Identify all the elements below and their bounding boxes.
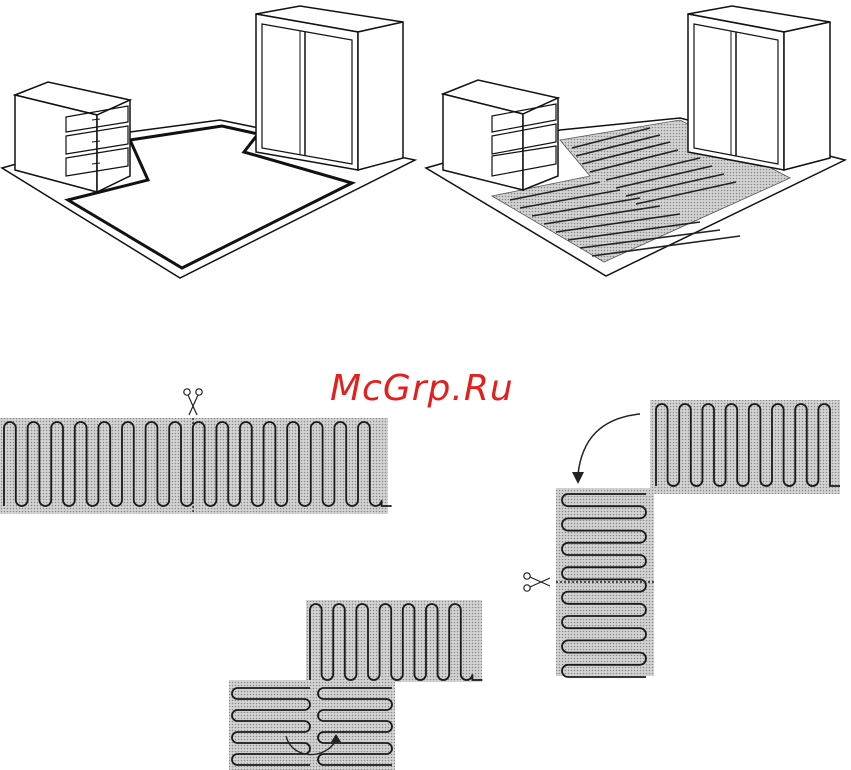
curved-arrow-icon bbox=[572, 414, 640, 484]
scissors-icon bbox=[524, 573, 550, 591]
wardrobe-icon bbox=[256, 6, 403, 170]
room-before-illustration bbox=[2, 6, 415, 278]
scissors-icon bbox=[184, 389, 202, 415]
mat-turn-result bbox=[229, 600, 482, 770]
wardrobe-icon bbox=[688, 6, 830, 170]
room-after-illustration bbox=[426, 6, 845, 276]
dresser-icon bbox=[443, 80, 558, 190]
mat-turn-demonstration bbox=[524, 400, 840, 677]
watermark-text: McGrp.Ru bbox=[330, 368, 514, 409]
